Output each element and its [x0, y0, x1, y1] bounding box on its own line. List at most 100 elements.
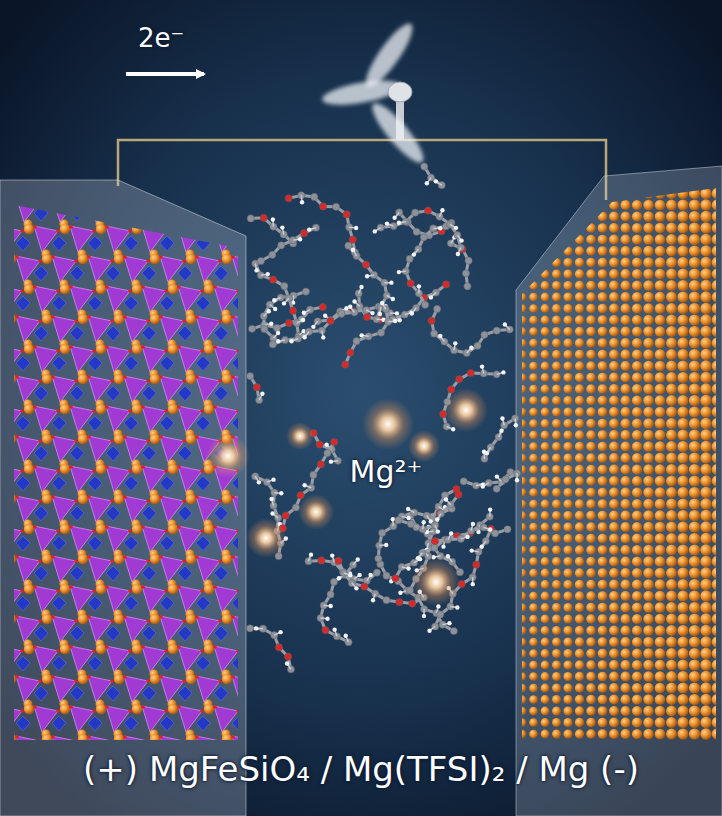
oxygen-atom	[270, 276, 277, 283]
sio4-tetrahedron	[160, 616, 184, 642]
mg-atom	[24, 284, 34, 294]
sio4-tetrahedron	[178, 406, 202, 432]
mg-atom	[518, 258, 526, 266]
mg-atom	[563, 235, 572, 244]
sio4-tetrahedron	[34, 286, 58, 312]
oxygen-atom	[254, 199, 258, 203]
mg-atom	[586, 488, 596, 498]
mg-atom	[666, 326, 677, 337]
oxygen-atom	[164, 649, 168, 653]
mg-atom	[655, 384, 666, 395]
hydrogen-atom	[330, 553, 334, 557]
mg-atom	[114, 674, 124, 684]
mg-atom	[552, 580, 561, 589]
mg-atom	[563, 649, 572, 658]
mg-atom	[552, 741, 561, 750]
mg-atom	[666, 384, 677, 395]
mg-atom	[609, 499, 619, 509]
mg-atom	[575, 177, 584, 186]
sio4-tetrahedron	[88, 316, 112, 342]
mg-atom	[150, 374, 160, 384]
mg-atom	[518, 316, 526, 324]
oxygen-atom	[56, 289, 60, 293]
carbon-atom	[460, 478, 467, 485]
mg-atom	[575, 269, 584, 278]
mg-atom	[689, 395, 700, 406]
mg-atom	[666, 545, 677, 556]
mg-atom	[712, 245, 722, 257]
mg-atom	[620, 510, 630, 520]
mg-atom	[575, 649, 584, 658]
mg-atom	[552, 649, 561, 658]
mg-atom	[678, 660, 689, 671]
mg-atom	[575, 292, 584, 301]
mg-atom	[552, 534, 561, 543]
oxygen-atom	[38, 259, 42, 263]
mg-atom	[678, 717, 689, 728]
mg-atom	[598, 315, 608, 325]
mg-atom	[598, 361, 608, 371]
oxygen-atom	[74, 319, 78, 323]
feo6-octahedron	[106, 566, 120, 581]
hydrogen-atom	[453, 341, 457, 345]
mg-atom	[598, 626, 608, 636]
mg-atom	[563, 603, 572, 612]
oxygen-atom	[195, 735, 199, 739]
oxygen-atom	[254, 319, 258, 323]
mg-atom	[96, 704, 106, 714]
mg-atom	[632, 568, 642, 578]
mg-atom	[655, 418, 666, 429]
oxygen-atom	[141, 585, 145, 589]
mg-atom	[552, 500, 561, 509]
mg-atom	[541, 488, 550, 497]
mg-atom	[689, 211, 700, 222]
mg-atom	[168, 220, 177, 229]
mg-atom	[150, 614, 160, 624]
mg-atom	[586, 511, 596, 521]
mg-atom	[258, 374, 268, 384]
mg-atom	[643, 223, 653, 233]
feo6-octahedron	[124, 416, 138, 431]
mg-atom	[529, 396, 538, 405]
oxygen-atom	[15, 375, 19, 379]
feo6-octahedron	[142, 326, 156, 341]
oxygen-atom	[159, 315, 163, 319]
mg-atom	[655, 499, 666, 510]
oxygen-atom	[146, 439, 150, 443]
mg-atom	[552, 603, 561, 612]
mg-atom	[712, 728, 722, 740]
mg-atom	[222, 734, 232, 744]
sio4-tetrahedron	[160, 256, 184, 282]
mg-atom	[598, 614, 608, 624]
mg-atom	[552, 178, 561, 187]
sio4-tetrahedron	[34, 226, 58, 252]
fan-blade	[359, 18, 419, 92]
mg-atom	[563, 614, 572, 623]
mg-atom	[666, 614, 677, 625]
mg-atom	[620, 418, 630, 428]
mg-atom	[689, 188, 700, 199]
hydrogen-atom	[359, 285, 363, 289]
mg-atom	[643, 706, 653, 716]
mg-atom	[643, 510, 653, 520]
sio4-tetrahedron	[196, 556, 220, 582]
feo6-octahedron	[70, 386, 84, 401]
mg-atom	[632, 315, 642, 325]
mg-atom	[620, 614, 630, 624]
mg-atom	[655, 568, 666, 579]
mg-atom	[655, 591, 666, 602]
hydrogen-atom	[302, 311, 306, 315]
mg-atom	[598, 545, 608, 555]
feo6-octahedron	[70, 506, 84, 521]
mg-atom	[678, 177, 689, 188]
oxygen-atom	[159, 615, 163, 619]
sio4-tetrahedron	[196, 196, 220, 222]
mg-atom	[518, 339, 526, 347]
hydrogen-atom	[282, 301, 286, 305]
mg-atom	[678, 280, 689, 291]
feo6-octahedron	[70, 566, 84, 581]
mg-atom	[529, 373, 538, 382]
mg-atom	[518, 546, 526, 554]
mg-atom	[700, 257, 711, 268]
